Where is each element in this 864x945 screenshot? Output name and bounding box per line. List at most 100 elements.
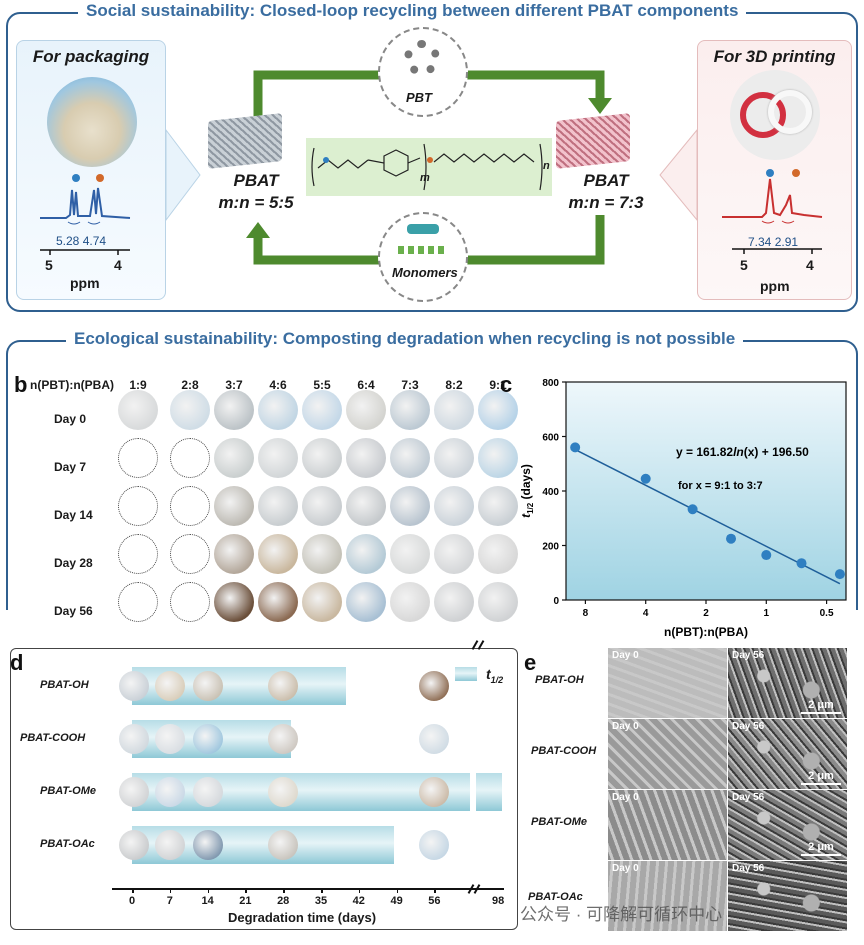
x-tick [207,888,210,893]
ratio-2: 3:7 [225,378,243,392]
sample-disc [390,438,430,478]
degradation-disc [419,671,450,701]
x-tick-label: 14 [201,895,214,907]
sample-disc [302,390,342,430]
x-tick-label: 42 [352,895,365,907]
nmr-right-peaks: 7.34 2.91 [748,235,799,249]
eq-part-2: (x) + 196.50 [744,445,809,459]
sample-disc [258,438,298,478]
fit-line [574,448,841,585]
sem-day0-image: Day 0 [608,648,727,718]
sample-disc [302,534,342,574]
x-tick [132,888,134,893]
ratio-7: 8:2 [445,378,463,392]
panel-c-letter: c [500,372,513,397]
sample-disc [434,390,474,430]
sem-day56-tag: Day 56 [732,863,765,874]
degradation-disc [419,777,450,807]
row-label-3: PBAT-OAc [40,838,95,850]
ratio-3: 4:6 [269,378,287,392]
x-tick-label: 8 [583,608,589,619]
x-tick-label: 4 [643,608,649,619]
sem-day56-image: Day 56 [728,861,847,931]
ratio-1: 2:8 [181,378,199,392]
sem-day0-tag: Day 0 [612,863,639,874]
degradation-disc [119,777,149,807]
sample-empty [170,534,210,574]
x-tick-label: 35 [314,895,328,907]
sample-empty [118,534,158,574]
nmr-right-tick-4: 4 [806,257,814,273]
data-point [761,550,772,561]
y-label-t: t [519,513,533,518]
degradation-disc [192,777,223,807]
panel-b-letter: b [14,372,28,397]
sample-disc [346,390,386,430]
pbat-left-name: PBAT [233,171,279,190]
nmr-right-xlabel: ppm [760,278,790,294]
sem-day0-tag: Day 0 [612,721,639,732]
day-label-0: Day 0 [54,412,87,426]
structure-box [306,138,552,196]
legend-swatch [455,667,477,681]
row-label-2: PBAT-OMe [40,785,97,797]
x-tick [169,888,172,893]
x-tick-label: 56 [428,895,441,907]
sample-disc [390,486,430,526]
sample-disc [346,582,386,622]
sample-disc [390,534,430,574]
pbat-right-name: PBAT [583,171,629,190]
x-axis-label: Degradation time (days) [228,910,377,925]
structure-n: n [543,160,550,172]
monomers-label: Monomers [392,265,458,280]
x-tick [434,888,436,893]
sample-disc [214,534,254,574]
eq-part-ln: ln [733,445,744,459]
row-label-0: PBAT-OH [40,679,89,691]
structure-m: m [420,172,430,184]
x-tick-label: 1 [764,608,770,619]
eq-part-1: y = 161.82 [676,445,733,459]
x-tick-label-98: 98 [492,895,505,907]
chemical-structure [311,143,543,191]
sample-disc [258,534,298,574]
pbat-left-ratio: m:n = 5:5 [218,193,294,212]
x-tick [245,888,247,893]
legend-t: t [486,666,491,682]
degradation-disc [419,724,450,754]
x-tick-label: 28 [277,895,290,907]
fit-equation: y = 161.82ln(x) + 196.50 [676,445,809,459]
ratio-8: 9:1 [489,378,507,392]
x-tick [283,888,285,893]
sample-empty [170,438,210,478]
degradation-disc [154,724,185,754]
degradation-disc [119,671,149,701]
x-axis-label: n(PBT):n(PBA) [664,625,748,639]
pbat-left-label: PBAT m:n = 5:5 [206,170,306,214]
degradation-disc [192,724,223,754]
sample-disc [214,390,254,430]
sample-disc [390,582,430,622]
x-axis-line [112,888,484,890]
ratio-6: 7:3 [401,378,419,392]
y-tick-label: 600 [542,433,559,444]
nmr-right [722,169,823,254]
printing-title: For 3D printing [713,47,836,66]
sem-row-label-3: PBAT-OAc [528,891,583,903]
scale-bar-label: 2 μm [808,699,834,711]
sample-disc [434,582,474,622]
day-label-2: Day 14 [54,508,93,522]
y-axis-label: t1/2 (days) [519,464,535,518]
sem-day0-image: Day 0 [608,719,727,789]
packaging-title: For packaging [32,47,150,66]
pbat-block-right [556,113,630,169]
sample-empty [118,486,158,526]
sem-row-label-0: PBAT-OH [535,674,584,686]
sample-disc [118,390,158,430]
ratio-0: 1:9 [129,378,147,392]
sample-disc [258,390,298,430]
scale-bar-label: 2 μm [808,770,834,782]
sample-disc [302,486,342,526]
degradation-disc [154,830,185,860]
